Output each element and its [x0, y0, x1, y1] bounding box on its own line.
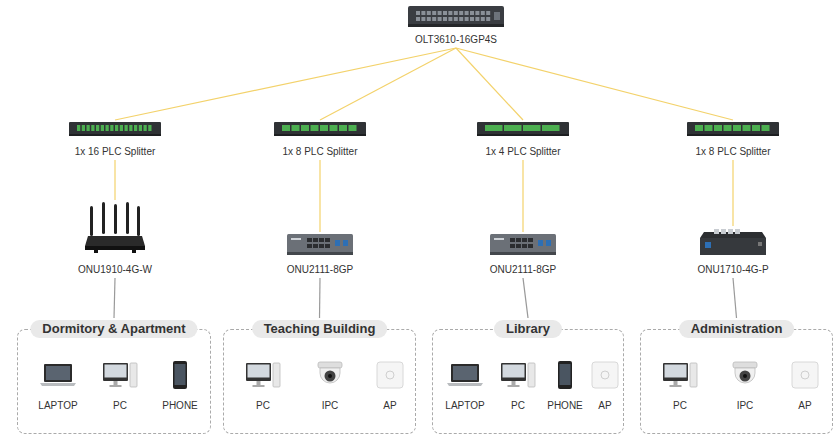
onu-router: ONU1910-4G-W: [63, 202, 167, 276]
equipment-label: 1x 8 PLC Splitter: [681, 146, 785, 158]
plc-splitter: 1x 16 PLC Splitter: [63, 122, 167, 158]
end-device: PC: [653, 360, 707, 412]
phone-icon: [160, 360, 200, 394]
plc-splitter: 1x 8 PLC Splitter: [268, 122, 372, 158]
device-label: PC: [491, 400, 545, 412]
device-label: LAPTOP: [438, 400, 492, 412]
end-device: PC: [236, 360, 290, 412]
group-title: Administration: [679, 320, 795, 338]
pc-icon: [100, 360, 140, 394]
device-label: IPC: [718, 400, 772, 412]
end-device: PHONE: [153, 360, 207, 412]
end-device: LAPTOP: [438, 360, 492, 412]
area-group: AdministrationPC IPC AP: [640, 320, 833, 434]
device-label: PHONE: [538, 400, 592, 412]
end-device: LAPTOP: [31, 360, 85, 412]
fiber-link: [114, 160, 115, 200]
onu-switch: ONU2111-8GP: [268, 234, 372, 276]
ap-icon: [370, 360, 410, 394]
pc-icon: [243, 360, 283, 394]
ethernet-link: [733, 278, 737, 318]
equipment-label: 1x 8 PLC Splitter: [268, 146, 372, 158]
group-title: Dormitory & Apartment: [30, 320, 197, 338]
equipment-label: ONU1910-4G-W: [63, 264, 167, 276]
device-label: AP: [578, 400, 632, 412]
ipc-icon: [725, 360, 765, 394]
area-group: Teaching BuildingPC IPC AP: [223, 320, 416, 434]
equipment-label: OLT3610-16GP4S: [404, 34, 508, 46]
equipment-illustration: [274, 122, 366, 141]
laptop-icon: [38, 360, 78, 394]
ap-icon: [585, 360, 625, 394]
equipment-label: ONU2111-8GP: [471, 264, 575, 276]
ethernet-link: [523, 278, 528, 318]
equipment-illustration: [408, 6, 504, 32]
device-label: PC: [236, 400, 290, 412]
end-device: AP: [363, 360, 417, 412]
ap-icon: [785, 360, 825, 394]
equipment-illustration: [700, 228, 766, 262]
plc-splitter: 1x 4 PLC Splitter: [471, 122, 575, 158]
pc-icon: [498, 360, 538, 394]
device-label: AP: [363, 400, 417, 412]
equipment-illustration: [490, 234, 556, 260]
equipment-label: 1x 4 PLC Splitter: [471, 146, 575, 158]
fiber-link: [456, 48, 523, 120]
device-label: PHONE: [153, 400, 207, 412]
equipment-illustration: [287, 234, 353, 260]
device-label: PC: [653, 400, 707, 412]
equipment-illustration: [477, 122, 569, 141]
fiber-link: [115, 48, 456, 120]
pc-icon: [660, 360, 700, 394]
equipment-illustration: [69, 122, 161, 141]
onu-gateway: ONU1710-4G-P: [681, 228, 785, 276]
end-device: PHONE: [538, 360, 592, 412]
device-label: PC: [93, 400, 147, 412]
end-device: IPC: [718, 360, 772, 412]
phone-icon: [545, 360, 585, 394]
fiber-link: [732, 160, 733, 226]
fiber-link: [319, 160, 320, 232]
fiber-link: [456, 48, 733, 120]
fiber-link: [320, 48, 456, 120]
equipment-label: ONU1710-4G-P: [681, 264, 785, 276]
ethernet-link: [319, 278, 321, 318]
ethernet-link: [114, 278, 115, 318]
ipc-icon: [310, 360, 350, 394]
onu-switch: ONU2111-8GP: [471, 234, 575, 276]
device-label: IPC: [303, 400, 357, 412]
device-label: LAPTOP: [31, 400, 85, 412]
end-device: AP: [578, 360, 632, 412]
end-device: AP: [778, 360, 832, 412]
end-device: PC: [93, 360, 147, 412]
equipment-illustration: [84, 202, 146, 260]
device-label: AP: [778, 400, 832, 412]
equipment-label: ONU2111-8GP: [268, 264, 372, 276]
area-group: LibraryLAPTOPPCPHONEAP: [432, 320, 624, 434]
equipment-illustration: [687, 122, 779, 141]
group-title: Teaching Building: [252, 320, 388, 338]
end-device: PC: [491, 360, 545, 412]
laptop-icon: [445, 360, 485, 394]
group-title: Library: [494, 320, 562, 338]
plc-splitter: 1x 8 PLC Splitter: [681, 122, 785, 158]
olt-device: OLT3610-16GP4S: [404, 6, 508, 46]
fiber-link: [522, 160, 523, 232]
equipment-label: 1x 16 PLC Splitter: [63, 146, 167, 158]
area-group: Dormitory & ApartmentLAPTOP PC PHONE: [17, 320, 211, 434]
end-device: IPC: [303, 360, 357, 412]
